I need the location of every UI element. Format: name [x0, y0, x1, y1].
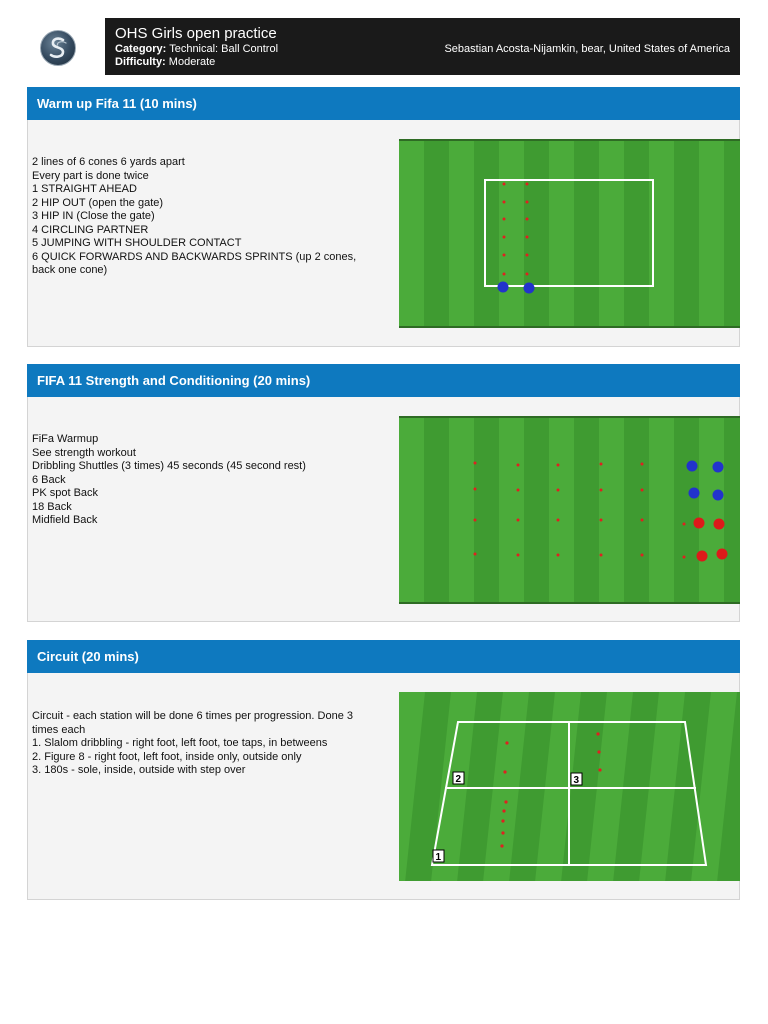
description-line: 3 HIP IN (Close the gate)	[32, 210, 155, 222]
description-line: 2 HIP OUT (open the gate)	[32, 196, 164, 209]
description-line: 1. Slalom dribbling - right foot, left f…	[32, 737, 328, 749]
section-title: FIFA 11 Strength and Conditioning (20 mi…	[27, 364, 740, 397]
description-line: 6 QUICK FORWARDS AND BACKWARDS SPRINTS (…	[32, 250, 357, 277]
description-line: Midfield Back	[32, 514, 98, 526]
field-boundary	[484, 179, 654, 287]
section-title: Warm up Fifa 11 (10 mins)	[27, 87, 740, 120]
author-info: Sebastian Acosta-Nijamkin, bear, United …	[444, 43, 730, 55]
description-line: 4 CIRCLING PARTNER	[32, 223, 149, 236]
drill-description: FiFa Warmup See strength workout Dribbli…	[32, 433, 382, 528]
description-line: Dribbling Shuttles (3 times) 45 seconds …	[32, 460, 306, 472]
description-line: Every part is done twice	[32, 169, 149, 182]
description-line: 1 STRAIGHT AHEAD	[32, 183, 137, 195]
description-line: 3. 180s - sole, inside, outside with ste…	[32, 764, 246, 776]
players-blue	[497, 281, 535, 294]
cone-grid	[473, 461, 686, 559]
station-label-3: 3	[570, 772, 583, 786]
drill-section-circuit: Circuit (20 mins) Circuit - each station…	[27, 640, 740, 900]
description-line: 2. Figure 8 - right foot, left foot, ins…	[32, 750, 302, 763]
description-line: 2 lines of 6 cones 6 yards apart	[32, 156, 185, 168]
svg-text:3: 3	[574, 775, 580, 786]
drill-description: Circuit - each station will be done 6 ti…	[32, 710, 382, 778]
pitch-diagram	[399, 139, 740, 328]
category-line: Category: Technical: Ball Control	[115, 43, 278, 56]
description-line: 5 JUMPING WITH SHOULDER CONTACT	[32, 237, 242, 249]
svg-text:2: 2	[456, 774, 462, 785]
station-grid	[430, 721, 708, 866]
description-line: Circuit - each station will be done 6 ti…	[32, 710, 353, 736]
description-line: FiFa Warmup	[32, 433, 99, 445]
drill-section-strength: FIFA 11 Strength and Conditioning (20 mi…	[27, 364, 740, 622]
difficulty-label: Difficulty:	[115, 56, 166, 68]
difficulty-value: Moderate	[168, 56, 216, 68]
cone-lines	[502, 182, 529, 276]
difficulty-line: Difficulty: Moderate	[115, 56, 215, 69]
description-line: PK spot Back	[32, 487, 99, 499]
pitch-diagram: 1 2 3	[399, 692, 740, 881]
description-line: 18 Back	[32, 500, 72, 513]
players-red	[693, 517, 728, 562]
svg-text:1: 1	[436, 852, 442, 863]
category-value: Technical: Ball Control	[169, 43, 279, 55]
station-label-2: 2	[452, 771, 465, 785]
cone-markers	[500, 732, 602, 848]
session-header: OHS Girls open practice Category: Techni…	[105, 18, 740, 75]
drill-section-warmup: Warm up Fifa 11 (10 mins) 2 lines of 6 c…	[27, 87, 740, 347]
players-blue	[686, 460, 724, 501]
pitch-diagram	[399, 416, 740, 604]
station-label-1: 1	[432, 849, 445, 863]
category-label: Category:	[115, 43, 167, 55]
session-title: OHS Girls open practice	[115, 25, 277, 42]
drill-description: 2 lines of 6 cones 6 yards apart Every p…	[32, 156, 382, 278]
description-line: 6 Back	[32, 473, 66, 486]
brand-logo-icon	[40, 30, 76, 66]
section-title: Circuit (20 mins)	[27, 640, 740, 673]
description-line: See strength workout	[32, 446, 136, 459]
